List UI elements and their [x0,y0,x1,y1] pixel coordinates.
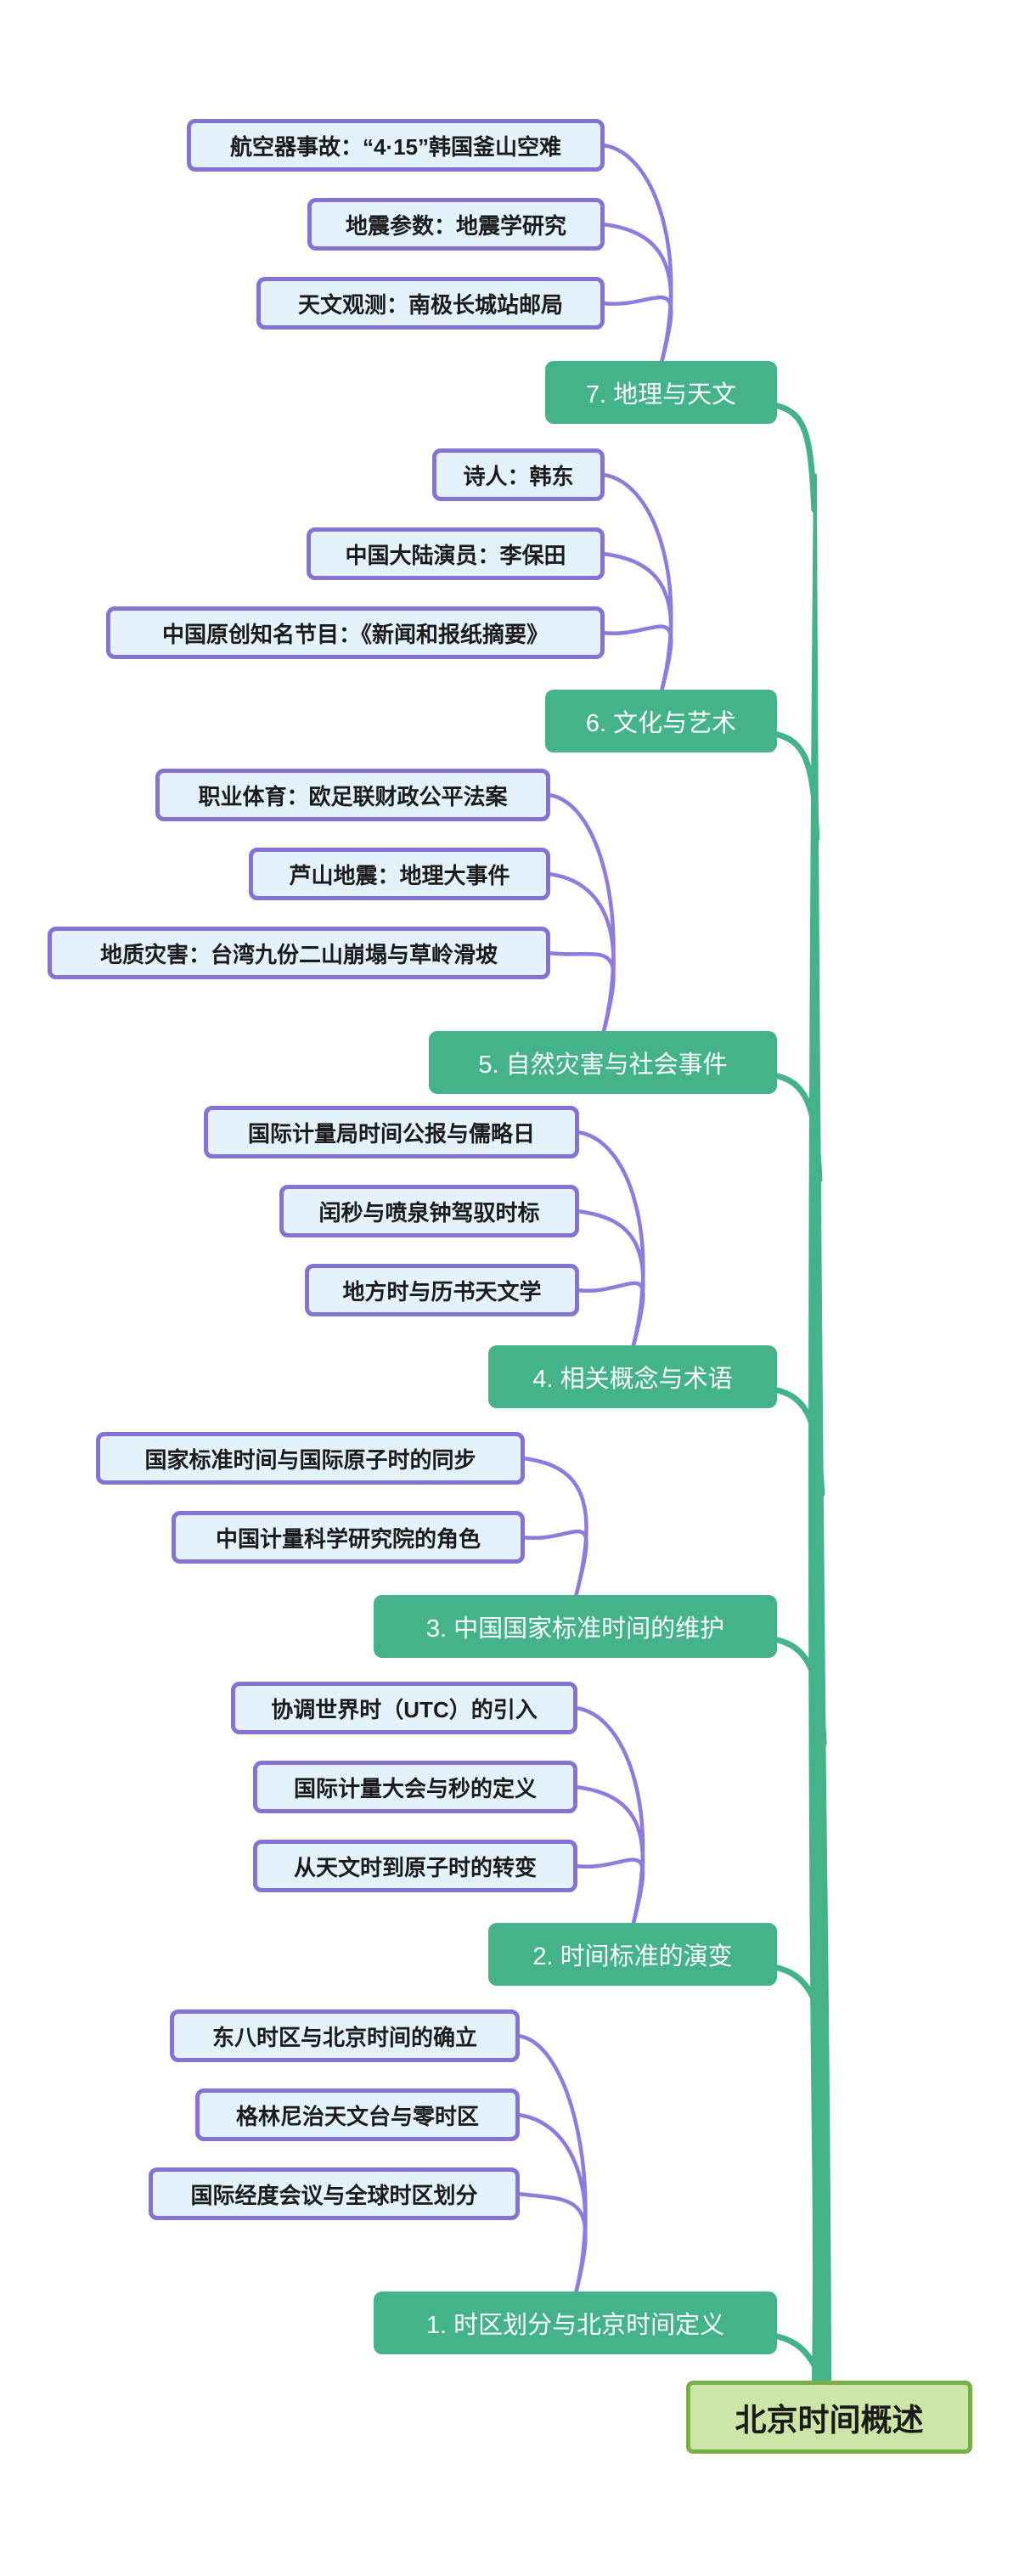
leaf-node[interactable]: 诗人：韩东 [432,448,605,501]
branch-connector [771,1072,823,1183]
trunk-connector [808,474,831,2383]
branch-node-7[interactable]: 7. 地理与天文 [545,361,777,424]
leaf-connector [521,1529,588,1601]
leaf-connector [575,1281,645,1351]
leaf-connector [573,1784,645,1929]
branch-node-1[interactable]: 1. 时区划分与北京时间定义 [374,2291,777,2354]
leaf-node[interactable]: 从天文时到原子时的转变 [253,1840,577,1892]
branch-node-4[interactable]: 4. 相关概念与术语 [488,1345,777,1408]
branch-node-3[interactable]: 3. 中国国家标准时间的维护 [374,1595,777,1658]
leaf-node[interactable]: 中国计量科学研究院的角色 [172,1511,525,1564]
branch-connector [771,1964,830,2075]
branch-connector [771,402,818,513]
leaf-node[interactable]: 协调世界时（UTC）的引入 [231,1682,577,1734]
leaf-node[interactable]: 天文观测：南极长城站邮局 [256,277,605,330]
leaf-node[interactable]: 地震参数：地震学研究 [307,198,605,251]
leaf-connector [600,624,673,696]
branch-node-2[interactable]: 2. 时间标准的演变 [488,1923,777,1986]
branch-node-5[interactable]: 5. 自然灾害与社会事件 [429,1031,777,1094]
leaf-connector [600,295,673,367]
leaf-node[interactable]: 国际计量局时间公报与儒略日 [204,1106,579,1158]
leaf-connector [521,1456,588,1601]
leaf-node[interactable]: 格林尼治天文台与零时区 [195,2088,520,2141]
leaf-connector [575,1209,645,1351]
branch-connector [771,730,820,842]
branch-node-6[interactable]: 6. 文化与艺术 [545,690,777,753]
leaf-node[interactable]: 国际经度会议与全球时区划分 [149,2167,520,2220]
leaf-node[interactable]: 闰秒与喷泉钟驾驭时标 [279,1185,579,1237]
branch-connector [771,1636,827,1747]
leaf-node[interactable]: 国家标准时间与国际原子时的同步 [96,1432,525,1485]
leaf-node[interactable]: 芦山地震：地理大事件 [249,848,550,900]
root-node-beijing-time[interactable]: 北京时间概述 [686,2381,972,2454]
leaf-connector [573,1857,645,1929]
leaf-node[interactable]: 中国原创知名节目：《新闻和报纸摘要》 [106,606,605,659]
leaf-node[interactable]: 国际计量大会与秒的定义 [253,1761,577,1813]
leaf-connector [600,551,673,696]
leaf-node[interactable]: 地方时与历书天文学 [305,1264,579,1316]
leaf-node[interactable]: 中国大陆演员：李保田 [307,527,605,580]
leaf-node[interactable]: 航空器事故：“4·15”韩国釜山空难 [187,119,605,172]
leaf-node[interactable]: 职业体育：欧足联财政公平法案 [155,769,550,821]
branch-connector [771,1386,825,1497]
leaf-connector [515,2191,588,2297]
leaf-connector [546,950,616,1037]
leaf-node[interactable]: 东八时区与北京时间的确立 [170,2010,520,2062]
leaf-connector [600,222,673,367]
leaf-node[interactable]: 地质灾害：台湾九份二山崩塌与草岭滑坡 [48,927,550,979]
